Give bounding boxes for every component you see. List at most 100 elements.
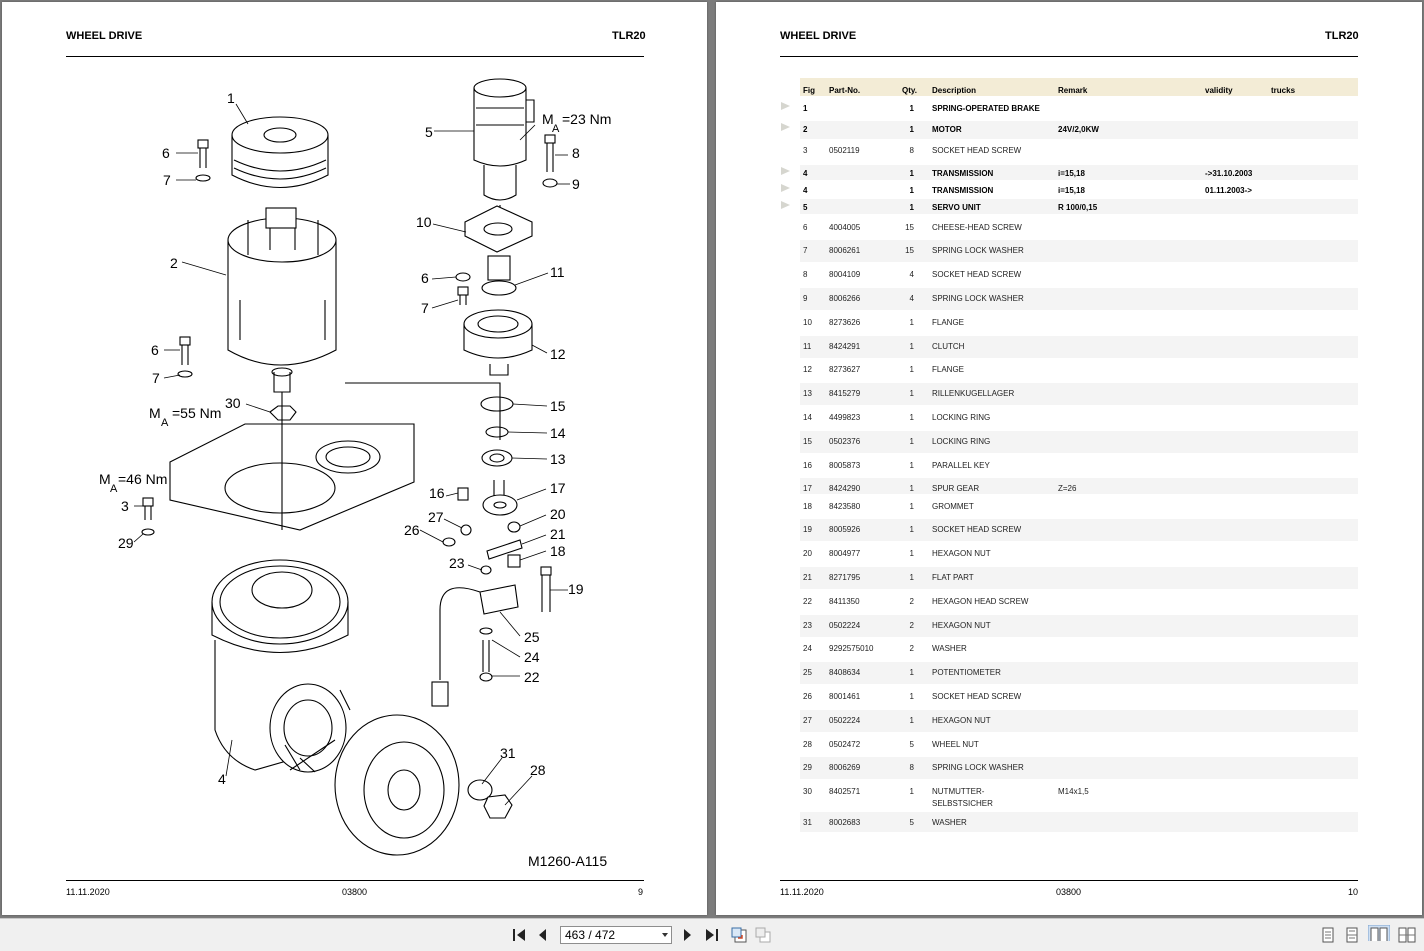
- cell-fig: 15: [803, 437, 812, 446]
- prev-page-icon[interactable]: [536, 927, 550, 943]
- cell-desc: HEXAGON NUT: [932, 549, 991, 558]
- left-header-rule: [66, 56, 644, 57]
- cell-qty: 4: [909, 270, 914, 279]
- drawing-id: M1260-A115: [528, 853, 607, 869]
- row-marker-icon[interactable]: [781, 123, 790, 131]
- callout-6c: 6: [151, 342, 159, 358]
- callout-4: 4: [218, 771, 226, 787]
- two-page-icon[interactable]: [1368, 925, 1390, 941]
- cell-remark: M14x1,5: [1058, 787, 1089, 796]
- cell-fig: 5: [803, 203, 808, 212]
- torque-m-46: M: [99, 471, 111, 487]
- cell-fig: 2: [803, 125, 808, 134]
- cell-desc: SERVO UNIT: [932, 203, 981, 212]
- cell-part: 8004109: [829, 270, 861, 279]
- cell-fig: 25: [803, 668, 812, 677]
- cell-fig: 22: [803, 597, 812, 606]
- header-part-no: Part-No.: [829, 86, 861, 95]
- cell-validity: 01.11.2003->: [1205, 186, 1252, 195]
- cell-fig: 14: [803, 413, 812, 422]
- cell-desc-line2: SELBSTSICHER: [932, 799, 993, 808]
- flange-part-10: [464, 205, 533, 253]
- torque-m-23: M: [542, 111, 554, 127]
- cell-fig: 26: [803, 692, 812, 701]
- left-footer-page: 9: [638, 887, 644, 897]
- cell-part: 4499823: [829, 413, 861, 422]
- single-page-icon[interactable]: [1320, 927, 1336, 943]
- cell-part: 9292575010: [829, 644, 874, 653]
- row-marker-icon[interactable]: [781, 184, 790, 192]
- cell-qty: 1: [909, 437, 914, 446]
- cell-part: 8006269: [829, 763, 861, 772]
- cell-fig: 30: [803, 787, 812, 796]
- frame-plate-part: [169, 382, 501, 531]
- cell-part: 8423580: [829, 502, 861, 511]
- cell-qty: 1: [909, 104, 914, 113]
- callout-3: 3: [121, 498, 129, 514]
- cell-qty: 1: [909, 169, 914, 178]
- gear-part: [457, 480, 518, 516]
- forward-view-icon[interactable]: [754, 927, 772, 943]
- cell-desc: LOCKING RING: [932, 413, 991, 422]
- callout-30: 30: [225, 395, 241, 411]
- cell-qty: 1: [909, 203, 914, 212]
- row-marker-icon[interactable]: [781, 167, 790, 175]
- row-marker-icon[interactable]: [781, 201, 790, 209]
- last-page-icon[interactable]: [703, 927, 721, 943]
- callout-31: 31: [500, 745, 516, 761]
- page-number-input[interactable]: 463 / 472: [560, 926, 672, 944]
- cell-qty: 5: [909, 818, 914, 827]
- callout-15: 15: [550, 398, 566, 414]
- callout-21: 21: [550, 526, 566, 542]
- leader-lines: [133, 103, 570, 806]
- callout-7b: 6: [421, 270, 429, 286]
- row-marker-icon[interactable]: [781, 102, 790, 110]
- exploded-view-drawing: 1 2 3 4 5 6 7 8 9 10 11 12 13 14 15 16 1…: [99, 78, 611, 869]
- header-remark: Remark: [1058, 86, 1088, 95]
- cell-qty: 1: [909, 668, 914, 677]
- table-header: Fig Part-No. Qty. Description Remark val…: [800, 78, 1358, 96]
- cell-qty: 2: [909, 621, 914, 630]
- cell-desc: SPRING LOCK WASHER: [932, 294, 1024, 303]
- next-page-icon[interactable]: [680, 927, 694, 943]
- cell-qty: 1: [909, 186, 914, 195]
- back-view-icon[interactable]: [730, 927, 748, 943]
- cell-part: 4004005: [829, 223, 861, 232]
- cell-qty: 1: [909, 318, 914, 327]
- cell-fig: 9: [803, 294, 808, 303]
- cell-part: 8273626: [829, 318, 861, 327]
- chevron-down-icon[interactable]: [662, 933, 668, 937]
- right-footer-date: 11.11.2020: [780, 887, 824, 897]
- first-page-icon[interactable]: [510, 927, 528, 943]
- cell-fig: 11: [803, 342, 812, 351]
- motor-part: [227, 207, 337, 393]
- cell-desc: HEXAGON NUT: [932, 621, 991, 630]
- cell-desc: SOCKET HEAD SCREW: [932, 146, 1022, 155]
- cell-part: 8402571: [829, 787, 861, 796]
- right-footer-code: 03800: [1056, 887, 1082, 897]
- cell-remark: R 100/0,15: [1058, 203, 1098, 212]
- cell-qty: 15: [905, 223, 914, 232]
- continuous-icon[interactable]: [1344, 927, 1360, 943]
- cell-qty: 1: [909, 525, 914, 534]
- cell-desc: SPUR GEAR: [932, 484, 980, 493]
- callout-8: 8: [572, 145, 580, 161]
- potentiometer-part: [431, 566, 552, 707]
- cell-fig: 16: [803, 461, 812, 470]
- cell-fig: 31: [803, 818, 812, 827]
- callout-27: 27: [428, 509, 444, 525]
- cell-remark: i=15,18: [1058, 186, 1085, 195]
- cell-qty: 1: [909, 125, 914, 134]
- two-page-continuous-icon[interactable]: [1398, 927, 1416, 943]
